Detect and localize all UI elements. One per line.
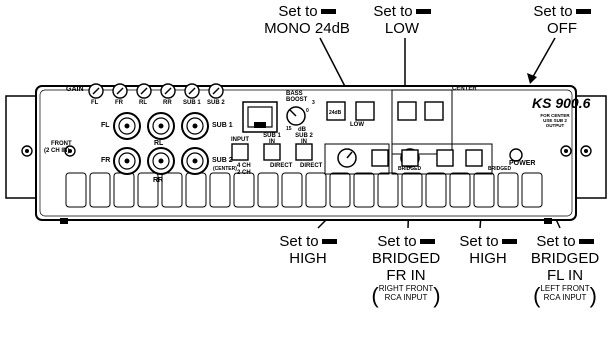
callout-fl-line1: Set to: [536, 233, 576, 250]
bridged-label-2: BRIDGED: [488, 166, 512, 172]
mode-24db-label: 24dB: [329, 110, 342, 116]
callout-fr-line2: BRIDGED: [371, 250, 441, 267]
gain-knob-label-sub1: SUB 1: [183, 100, 201, 106]
callout-mono-line2: MONO 24dB: [264, 20, 350, 37]
rca-label-rl: RL: [154, 140, 164, 147]
gain-knob-label-rl: RL: [139, 100, 147, 106]
callout-high-1-line2: HIGH: [289, 250, 327, 267]
callout-low: Set to LOW: [362, 3, 442, 37]
amplifier-panel: [5, 83, 607, 224]
power-label: POWER: [509, 160, 536, 167]
gain-knob-label-fr: FR: [115, 100, 123, 106]
rca-label-fr: FR: [101, 157, 111, 164]
paren-open: (: [371, 283, 379, 309]
callout-high-1: Set to HIGH: [263, 233, 353, 267]
callout-low-line2: LOW: [384, 20, 420, 37]
callout-fr-sub2: RCA INPUT: [384, 293, 428, 302]
switch-symbol-icon: [320, 8, 336, 14]
bass-scale-3: 3: [312, 100, 315, 106]
callout-fr-sub1: RIGHT FRONT: [378, 284, 434, 293]
gain-knob-label-fl: FL: [91, 100, 99, 106]
switch-symbol-icon: [501, 238, 517, 244]
ch2-label: 2 CH: [237, 170, 251, 176]
gain-knob-label-rr: RR: [163, 100, 172, 106]
rca-label-sub1: SUB 1: [212, 122, 233, 129]
callout-mono-line1: Set to: [278, 3, 318, 20]
bass-boost-label: BASS BOOST: [286, 91, 308, 103]
callout-high-2: Set to HIGH: [443, 233, 533, 267]
callout-off-line1: Set to: [533, 3, 573, 20]
callout-off-line2: OFF: [547, 20, 577, 37]
callout-high-1-line1: Set to: [279, 233, 319, 250]
callout-high-2-line2: HIGH: [469, 250, 507, 267]
callout-fl-sub2: RCA INPUT: [543, 293, 587, 302]
input-label: INPUT: [231, 137, 249, 143]
bass-scale-15: 15: [286, 126, 292, 132]
bridged-label-1: BRIDGED: [398, 166, 422, 172]
rca-label-sub2-center: (CENTER): [213, 166, 237, 172]
direct-label-2: DIRECT: [300, 163, 323, 169]
gain-label: GAIN: [66, 86, 84, 93]
center-label: CENTER: [452, 86, 477, 92]
gain-knob-label-sub2: SUB 2: [207, 100, 225, 106]
model-logo: KS 900.6: [532, 95, 591, 111]
callout-mono: Set to MONO 24dB: [252, 3, 362, 37]
paren-close: ): [433, 283, 441, 309]
leader-line-off: [529, 37, 556, 83]
switch-symbol-icon: [419, 238, 435, 244]
bass-db-label: dB: [298, 127, 306, 133]
callout-fl-sub1: LEFT FRONT: [540, 284, 590, 293]
callout-fl-line3: FL IN: [546, 267, 584, 284]
rca-label-fl: FL: [101, 122, 110, 129]
arrowhead-off: [527, 73, 537, 84]
front-label: FRONT: [51, 141, 72, 147]
direct-label-1: DIRECT: [270, 163, 293, 169]
callout-high-2-line1: Set to: [459, 233, 499, 250]
paren-close: ): [589, 283, 597, 309]
sub1-in-label: SUB 1 IN: [263, 133, 281, 145]
sub2-in-label: SUB 2 IN: [295, 133, 313, 145]
center-note: FOR CENTER USE SUB 2 OUTPUT: [540, 113, 570, 128]
switch-symbol-icon: [575, 8, 591, 14]
switch-symbol-icon: [321, 238, 337, 244]
ch4-label: 4 CH: [237, 163, 251, 169]
callout-fr-line1: Set to: [377, 233, 417, 250]
rca-label-sub2: SUB 2: [212, 157, 233, 164]
rca-label-rr: RR: [153, 177, 164, 184]
front-sub-label: (2 CH IN): [44, 148, 70, 154]
switch-symbol-icon: [578, 238, 594, 244]
low-label: LOW: [350, 122, 364, 128]
bass-scale-0: 0: [306, 108, 309, 114]
switch-symbol-icon: [415, 8, 431, 14]
callout-fl-line2: BRIDGED: [530, 250, 600, 267]
callout-off: Set to OFF: [522, 3, 602, 37]
callout-low-line1: Set to: [373, 3, 413, 20]
paren-open: (: [533, 283, 541, 309]
callout-fr-line3: FR IN: [386, 267, 426, 284]
